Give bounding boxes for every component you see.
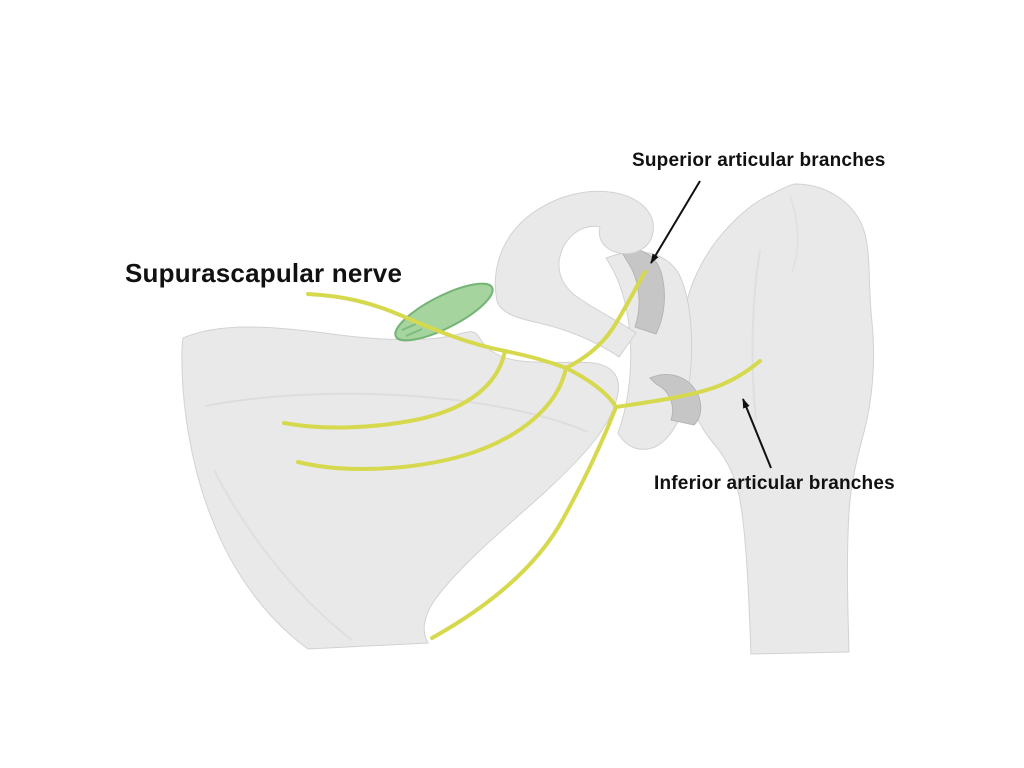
- suprascapular-nerve-label: Supurascapular nerve: [125, 258, 403, 288]
- scapula-shape: [181, 326, 620, 650]
- bones-group: [181, 183, 875, 655]
- superior-branches-arrow: [650, 180, 701, 264]
- humerus-shape: [681, 183, 875, 655]
- scapula-lower-contour: [213, 469, 353, 641]
- inferior-articular-branch: [614, 359, 762, 409]
- inferior-articular-branches-label: Inferior articular branches: [654, 473, 895, 494]
- superior-articular-branch: [564, 270, 647, 370]
- humerus-groove-contour: [751, 249, 761, 421]
- humerus-top-contour: [789, 194, 799, 273]
- inferior-branches-arrow: [742, 398, 772, 469]
- suprascapular-nerve-trunk: [306, 292, 568, 370]
- inferior-ligament-shape: [649, 374, 702, 426]
- highlight-detail-lines: [401, 323, 423, 337]
- green-highlight-group: [394, 282, 494, 342]
- descending-branch: [430, 405, 618, 640]
- nerve-group: [282, 270, 762, 640]
- infraspinous-branch-lower: [296, 366, 568, 471]
- annotation-arrows-group: [650, 180, 772, 469]
- superior-articular-branches-label: Superior articular branches: [632, 150, 886, 171]
- scapular-spine-contour: [204, 392, 589, 433]
- nerve-junction-segment: [564, 366, 618, 409]
- highlighted-notch-structure: [394, 282, 494, 342]
- infraspinous-branch-upper: [282, 349, 507, 430]
